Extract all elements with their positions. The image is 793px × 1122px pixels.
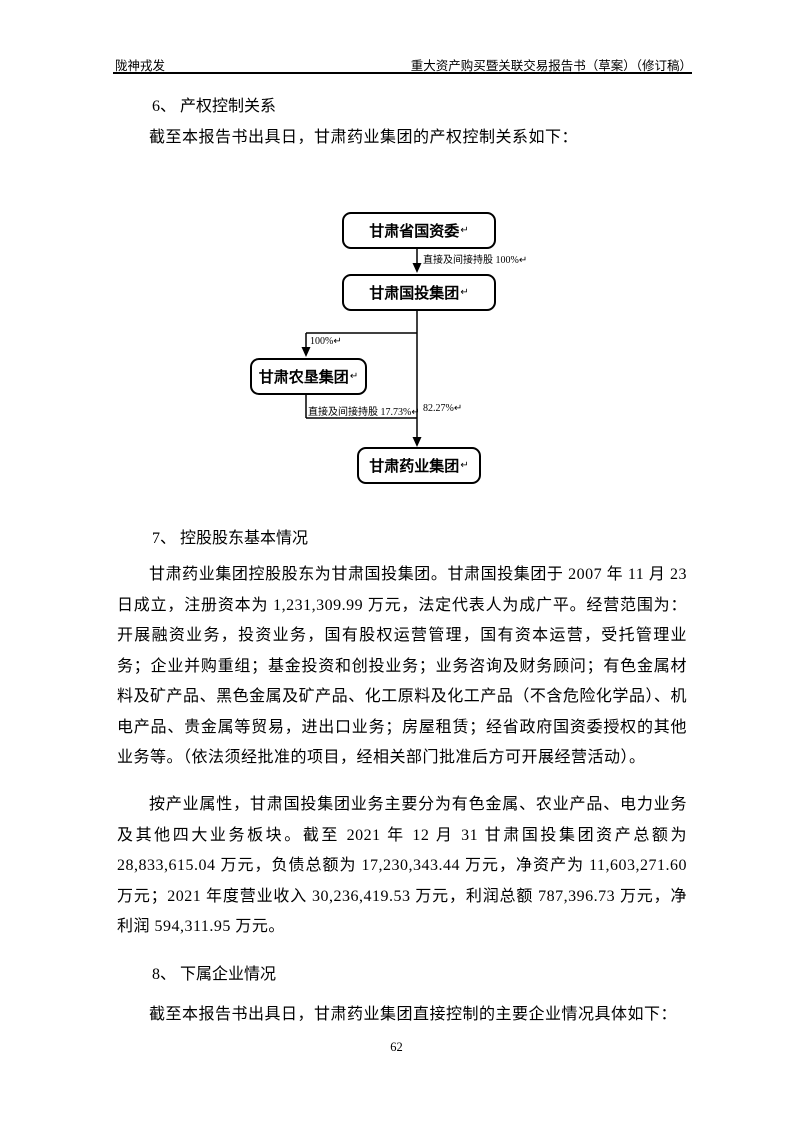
section-7-paragraph-2: 按产业属性，甘肃国投集团业务主要分为有色金属、农业产品、电力业务及其他四大业务板… bbox=[117, 796, 687, 935]
org-chart-connectors bbox=[301, 245, 422, 447]
org-node-label: 甘肃国投集团 bbox=[369, 286, 460, 302]
org-edge-label-100: 100%↵ bbox=[310, 336, 342, 347]
org-node-gansu-nongken: 甘肃农垦集团↵ bbox=[250, 358, 367, 395]
org-node-label: 甘肃省国资委 bbox=[369, 224, 460, 240]
org-edge-label-82-27: 82.27%↵ bbox=[423, 403, 463, 414]
org-edge-label-17-73: 直接及间接持股 17.73%↵ bbox=[308, 407, 420, 418]
paragraph-return-mark: ↵ bbox=[349, 371, 359, 382]
org-node-gansu-yaoye: 甘肃药业集团↵ bbox=[357, 447, 481, 484]
paragraph-return-mark: ↵ bbox=[460, 225, 469, 236]
org-edge-label-100-direct: 直接及间接持股 100%↵ bbox=[423, 255, 528, 266]
header-rule bbox=[113, 72, 692, 74]
section-6-intro: 截至本报告书出具日，甘肃药业集团的产权控制关系如下： bbox=[149, 129, 579, 146]
section-7-heading: 7、 控股股东基本情况 bbox=[152, 530, 309, 547]
page-number: 62 bbox=[390, 1040, 403, 1054]
org-node-label: 甘肃农垦集团 bbox=[258, 370, 349, 386]
section-8-intro: 截至本报告书出具日，甘肃药业集团直接控制的主要企业情况具体如下： bbox=[149, 1006, 678, 1023]
paragraph-return-mark: ↵ bbox=[460, 287, 469, 298]
header-company-name: 陇神戎发 bbox=[115, 59, 166, 73]
header-report-title: 重大资产购买暨关联交易报告书（草案）（修订稿） bbox=[410, 59, 692, 73]
org-node-label: 甘肃药业集团 bbox=[369, 459, 460, 475]
section-8-heading: 8、 下属企业情况 bbox=[152, 966, 277, 983]
org-node-gansu-guotou: 甘肃国投集团↵ bbox=[342, 274, 496, 311]
section-6-heading: 6、 产权控制关系 bbox=[152, 98, 277, 115]
section-7-paragraph-1: 甘肃药业集团控股股东为甘肃国投集团。甘肃国投集团于 2007 年 11 月 23… bbox=[117, 566, 687, 766]
paragraph-return-mark: ↵ bbox=[460, 460, 469, 471]
org-node-gansu-sasac: 甘肃省国资委↵ bbox=[342, 212, 496, 249]
